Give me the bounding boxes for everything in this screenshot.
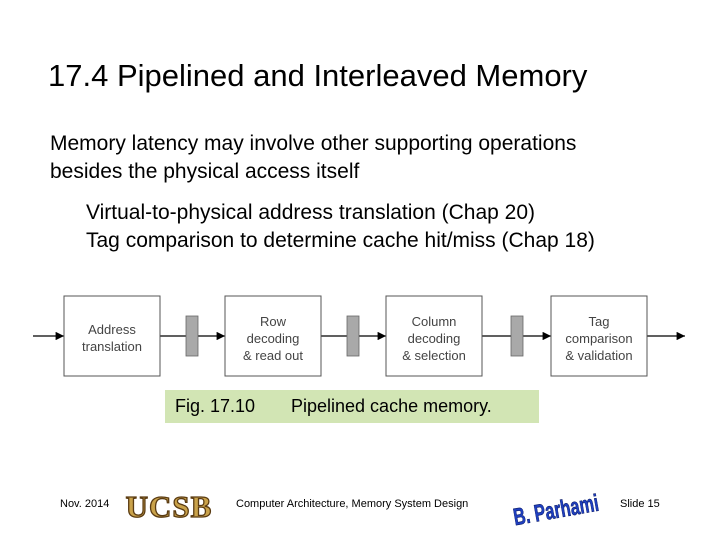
stage-label: decoding [247, 331, 300, 346]
footer-course-title: Computer Architecture, Memory System Des… [236, 498, 469, 510]
stage-label: Address [88, 322, 136, 337]
footer-date: Nov. 2014 [60, 498, 110, 510]
sub-bullet-address-translation: Virtual-to-physical address translation … [86, 201, 535, 224]
stage-label: & selection [402, 348, 466, 363]
body-text-line-1: Memory latency may involve other support… [50, 132, 577, 155]
stage-tag-comparison: Tag comparison & validation [550, 295, 648, 377]
signature-text: B. Parhami [511, 490, 600, 532]
stage-label: & read out [243, 348, 303, 363]
pipeline-latch [346, 315, 360, 357]
footer-slide-number: Slide 15 [620, 498, 660, 510]
pipelined-cache-diagram: Address translation Row decoding & read … [33, 295, 685, 377]
figure-number: Fig. 17.10 [175, 396, 256, 416]
body-text-line-2: besides the physical access itself [50, 160, 360, 183]
pipeline-latch [185, 315, 199, 357]
pipeline-latch [510, 315, 524, 357]
stage-row-decoding: Row decoding & read out [224, 295, 322, 377]
stage-label: Column [412, 314, 457, 329]
stage-label: Row [260, 314, 287, 329]
stage-label: translation [82, 339, 142, 354]
stage-label: decoding [408, 331, 461, 346]
stage-label: Tag [589, 314, 610, 329]
stage-label: comparison [565, 331, 632, 346]
ucsb-logo-text: UCSB [126, 489, 213, 524]
stage-column-decoding: Column decoding & selection [385, 295, 483, 377]
sub-bullet-tag-comparison: Tag comparison to determine cache hit/mi… [86, 229, 595, 252]
stage-address-translation: Address translation [63, 295, 161, 377]
figure-caption-text: Pipelined cache memory. [291, 396, 492, 416]
author-signature-logo: B. Parhami [511, 489, 601, 532]
slide-title: 17.4 Pipelined and Interleaved Memory [48, 58, 588, 93]
figure-caption: Fig. 17.10 Pipelined cache memory. [165, 390, 539, 423]
stage-label: & validation [565, 348, 632, 363]
ucsb-logo: UCSB [125, 488, 213, 524]
